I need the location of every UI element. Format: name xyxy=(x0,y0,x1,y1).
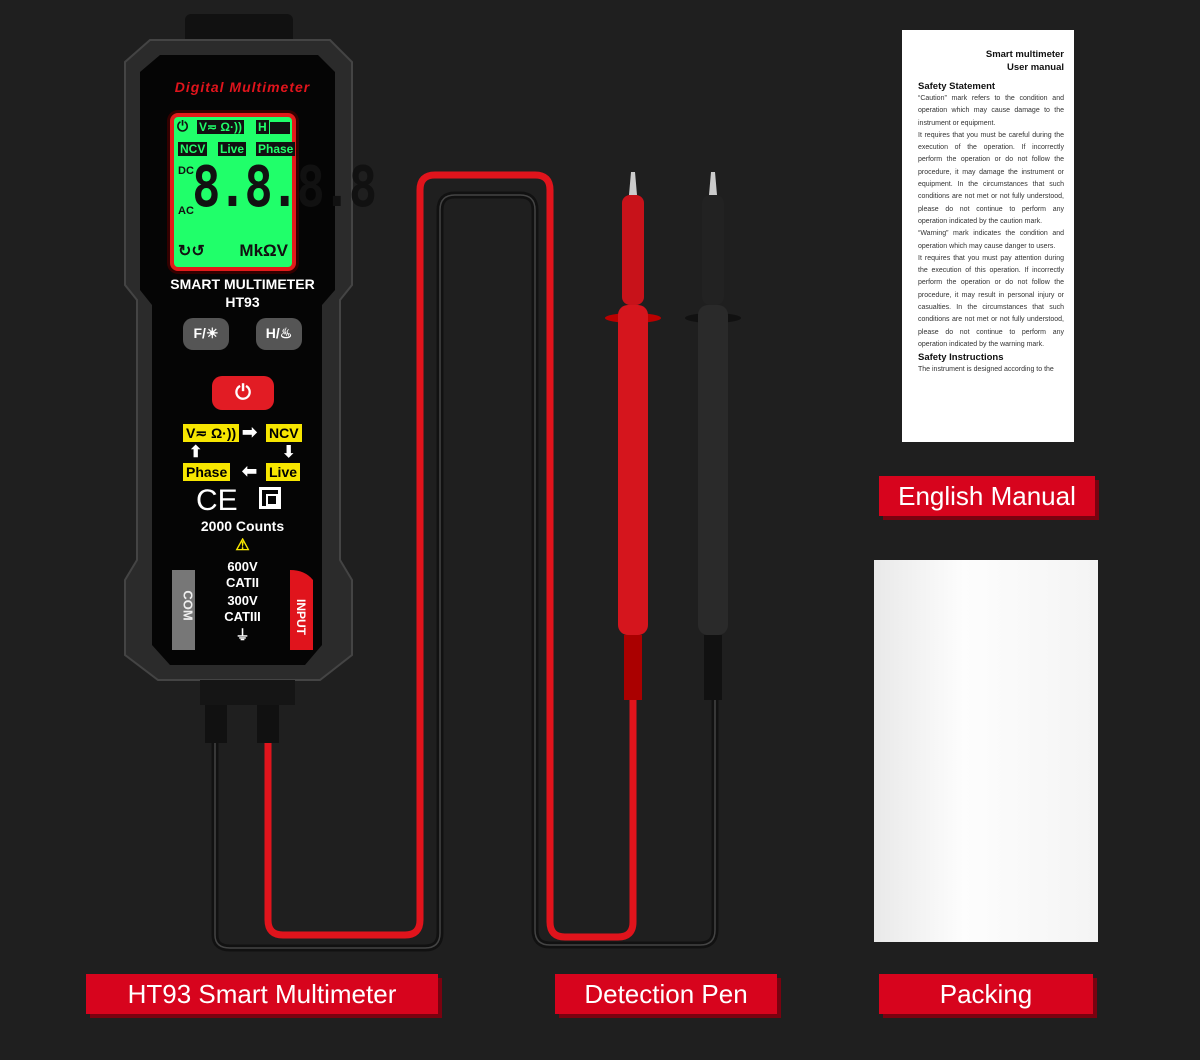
arrow-left-icon: ⬅ xyxy=(242,461,258,481)
arrow-down-icon: ⬇ xyxy=(282,444,296,461)
lcd-live-indicator: Live xyxy=(218,142,247,156)
manual-paragraph: The instrument is designed according to … xyxy=(918,366,1054,374)
rotate-icons: ↻↺ xyxy=(178,243,205,260)
category-cat3: CATIII xyxy=(224,609,261,624)
lcd-display: ⏻ V≂ Ω·)) H NCV Live Phase DC AC 8.8.8.8… xyxy=(170,113,377,271)
caption-multimeter: HT93 Smart Multimeter xyxy=(86,974,438,1014)
com-jack-label: COM xyxy=(180,590,196,621)
double-insulation-icon xyxy=(259,487,281,509)
mode-phase: Phase xyxy=(183,463,231,481)
manual-paragraph: It requires that you must be careful dur… xyxy=(918,131,1064,225)
rating-300v: 300V xyxy=(227,593,258,608)
power-icon: ⏻ xyxy=(177,118,189,134)
mode-voltage-ohm: V≂ Ω·)) xyxy=(183,424,240,442)
manual-title-1: Smart multimeter xyxy=(985,49,1064,60)
manual-heading-safety-statement: Safety Statement xyxy=(918,81,996,92)
meter-brand-title: Digital Multimeter xyxy=(174,79,311,95)
rating-600v: 600V xyxy=(227,559,258,574)
manual-heading-safety-instructions: Safety Instructions xyxy=(918,352,1004,364)
model-number: HT93 xyxy=(225,294,260,310)
arrow-up-icon: ⬆ xyxy=(189,444,203,461)
category-cat2: CATII xyxy=(226,575,259,590)
mode-live: Live xyxy=(266,463,301,481)
warning-icon: ⚠ xyxy=(235,537,250,554)
red-cable xyxy=(264,171,637,941)
lcd-ncv-indicator: NCV xyxy=(178,142,208,156)
ground-icon: ⏚ xyxy=(235,627,250,643)
lcd-phase-indicator: Phase xyxy=(256,142,296,156)
input-jack-label: INPUT xyxy=(294,599,308,635)
red-probe xyxy=(605,172,661,700)
lcd-digits: 8.8.8.8 xyxy=(192,155,377,220)
manual-paragraph: It requires that you must pay attention … xyxy=(918,254,1064,348)
counts-label: 2000 Counts xyxy=(200,518,285,534)
lcd-mode-indicator: V≂ Ω·)) xyxy=(197,120,245,134)
function-backlight-button[interactable]: F/☀ xyxy=(183,318,229,350)
caption-english-manual: English Manual xyxy=(879,476,1095,516)
lcd-hold-indicator: H xyxy=(256,120,269,134)
manual-title-2: User manual xyxy=(1006,62,1064,73)
packing-box xyxy=(874,560,1098,942)
english-manual-page: Smart multimeter User manual Safety Stat… xyxy=(902,30,1074,442)
battery-icon xyxy=(270,122,290,134)
power-button[interactable]: ⏻ xyxy=(212,376,274,410)
mode-ncv: NCV xyxy=(266,424,302,442)
caption-packing: Packing xyxy=(879,974,1093,1014)
ce-mark: CE xyxy=(196,484,238,517)
hold-flashlight-button[interactable]: H/♨ xyxy=(256,318,302,350)
lcd-ac-indicator: AC xyxy=(178,205,194,217)
black-cable-highlight xyxy=(214,194,716,949)
black-probe xyxy=(685,172,741,700)
arrow-right-icon: ➡ xyxy=(242,422,258,442)
lcd-dc-indicator: DC xyxy=(178,165,194,177)
lcd-units: MkΩV xyxy=(239,241,288,260)
manual-paragraph: “Caution” mark refers to the condition a… xyxy=(918,95,1064,127)
caption-detection-pen: Detection Pen xyxy=(555,974,777,1014)
manual-paragraph: “Warning” mark indicates the condition a… xyxy=(918,230,1064,250)
model-name: SMART MULTIMETER xyxy=(170,276,315,292)
